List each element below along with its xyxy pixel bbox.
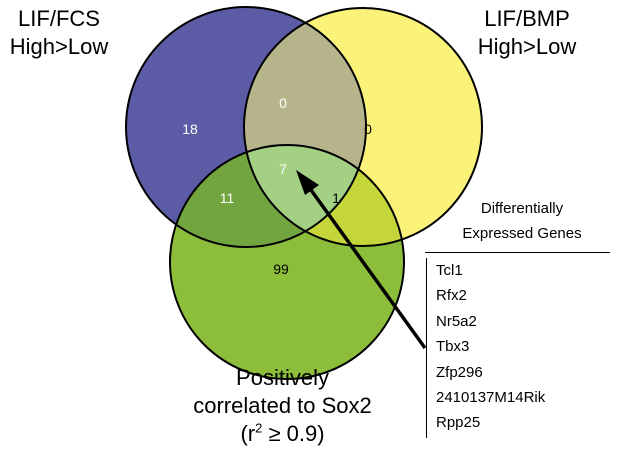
set-c-label-line3: (r2 ≥ 0.9)	[190, 420, 375, 448]
set-c-label-prefix: (r	[240, 421, 256, 446]
circle-outlines	[125, 6, 483, 380]
set-c-label-line1: Positively	[236, 365, 329, 390]
set-b-outline	[243, 7, 483, 247]
gene-item: Rpp25	[436, 414, 481, 432]
gene-list-header-line1: Differentially	[480, 200, 564, 217]
count-bc-only: 1	[332, 190, 340, 206]
gene-item: 2410137M14Rik	[436, 389, 546, 407]
count-ab-only: 0	[279, 95, 287, 111]
count-c-only: 99	[273, 261, 289, 277]
set-c-outline	[169, 144, 405, 380]
set-c-label-line2: correlated to Sox2	[193, 393, 372, 418]
gene-item: Nr5a2	[436, 312, 477, 330]
gene-list: Tcl1 Rfx2 Nr5a2 Tbx3 Zfp296 2410137M14Ri…	[426, 258, 616, 438]
set-c-label-suffix: ≥ 0.9)	[262, 421, 325, 446]
set-b-label: LIF/BMP High>Low	[457, 5, 597, 61]
set-a-label-line2: High>Low	[9, 34, 109, 59]
set-a-label-line1: LIF/FCS	[18, 6, 100, 31]
set-a-label: LIF/FCS High>Low	[4, 5, 114, 61]
gene-list-divider	[425, 252, 610, 253]
gene-list-header-line2: Expressed Genes	[462, 225, 582, 242]
set-b-label-line1: LIF/BMP	[484, 6, 570, 31]
set-b-label-line2: High>Low	[477, 34, 577, 59]
gene-item: Rfx2	[436, 287, 467, 305]
count-b-only: 0	[364, 121, 372, 137]
pointer-arrow-head	[296, 170, 319, 195]
gene-item: Tbx3	[436, 338, 470, 356]
count-abc: 7	[279, 161, 287, 177]
pointer-arrow-line	[309, 188, 427, 350]
gene-list-header: Differentially Expressed Genes	[432, 196, 612, 246]
set-c-label: Positively correlated to Sox2 (r2 ≥ 0.9)	[190, 364, 375, 448]
set-c-label-superscript: 2	[255, 420, 263, 436]
overlap-bc	[244, 145, 404, 246]
count-a-only: 18	[182, 121, 198, 137]
set-a-outline	[125, 6, 367, 248]
count-ac-only: 11	[219, 190, 235, 206]
gene-item: Tcl1	[436, 262, 463, 279]
gene-item: Zfp296	[436, 363, 483, 381]
